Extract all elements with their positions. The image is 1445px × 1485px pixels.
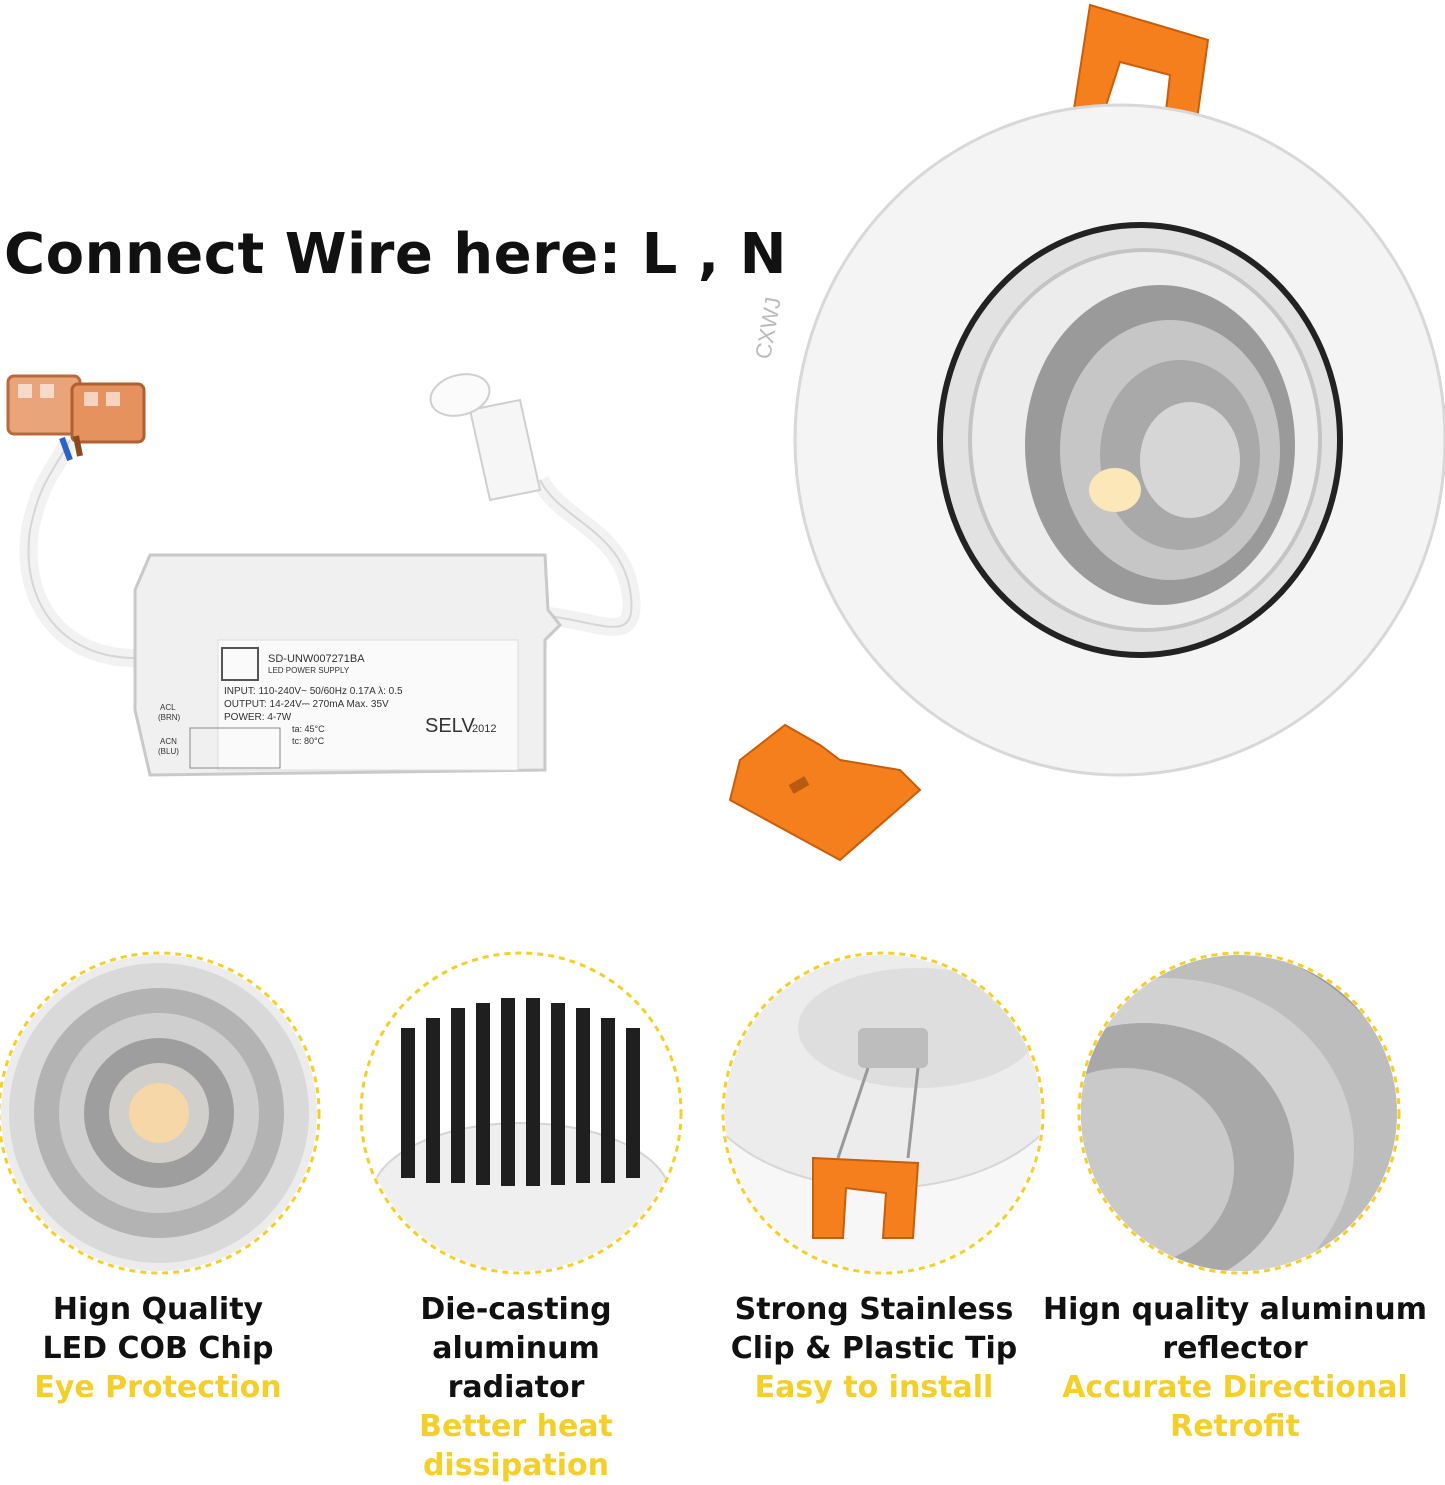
feature-clip-line2: Clip & Plastic Tip xyxy=(730,1331,1018,1366)
driver-acn: ACN xyxy=(160,737,177,746)
dc-connector xyxy=(429,373,542,502)
downlight-image: CXWJ xyxy=(728,3,1445,862)
feature-radiator-image xyxy=(359,951,683,1275)
driver-acl: ACL xyxy=(160,703,176,712)
feature-caption-cob: Hign Quality LED COB Chip Eye Protection xyxy=(0,1290,338,1407)
driver-input: INPUT: 110-240V~ 50/60Hz 0.17A λ: 0.5 xyxy=(224,686,403,697)
feature-radiator-line2: radiator xyxy=(447,1370,585,1405)
feature-radiator-accent: Better heat dissipation xyxy=(419,1409,613,1483)
feature-clip-line1: Strong Stainless xyxy=(734,1292,1014,1327)
wire-connectors xyxy=(6,374,146,444)
driver-ta: ta: 45°C xyxy=(292,724,325,734)
headline: Connect Wire here: L , N xyxy=(4,222,787,287)
driver-output: OUTPUT: 14-24V⎓ 270mA Max. 35V xyxy=(224,699,389,710)
bottom-clip xyxy=(728,723,922,862)
feature-reflector-line2: reflector xyxy=(1162,1331,1308,1366)
driver-power: POWER: 4-7W xyxy=(224,712,292,723)
driver-blu: (BLU) xyxy=(158,747,179,756)
driver-subtitle: LED POWER SUPPLY xyxy=(268,666,350,675)
feature-cob-accent: Eye Protection xyxy=(34,1370,282,1405)
feature-radiator-line1: Die-casting aluminum xyxy=(420,1292,612,1366)
feature-caption-reflector: Hign quality aluminum reflector Accurate… xyxy=(1025,1290,1445,1446)
feature-reflector-accent: Accurate Directional Retrofit xyxy=(1062,1370,1408,1444)
cob-chip xyxy=(1089,468,1141,512)
feature-clip-accent: Easy to install xyxy=(754,1370,994,1405)
feature-reflector-line1: Hign quality aluminum xyxy=(1042,1292,1428,1327)
driver-tuv-icon xyxy=(189,727,281,769)
brand-mark: CXWJ xyxy=(750,295,785,361)
feature-caption-clip: Strong Stainless Clip & Plastic Tip Easy… xyxy=(694,1290,1054,1407)
driver-year: 2012 xyxy=(472,723,496,735)
feature-cob-line1: Hign Quality xyxy=(52,1292,264,1327)
feature-cob-image xyxy=(0,951,321,1275)
led-driver-image: SD-UNW007271BA LED POWER SUPPLY INPUT: 1… xyxy=(6,373,641,777)
feature-cob-line2: LED COB Chip xyxy=(42,1331,274,1366)
driver-body xyxy=(133,553,563,777)
driver-brn: (BRN) xyxy=(158,713,181,722)
feature-reflector-image xyxy=(1077,951,1401,1275)
driver-tc: tc: 80°C xyxy=(292,736,325,746)
feature-clip-image xyxy=(721,951,1045,1275)
driver-selv: SELV xyxy=(425,715,475,737)
driver-cert-icon xyxy=(221,647,259,681)
driver-model: SD-UNW007271BA xyxy=(268,653,365,665)
feature-caption-radiator: Die-casting aluminum radiator Better hea… xyxy=(336,1290,696,1485)
